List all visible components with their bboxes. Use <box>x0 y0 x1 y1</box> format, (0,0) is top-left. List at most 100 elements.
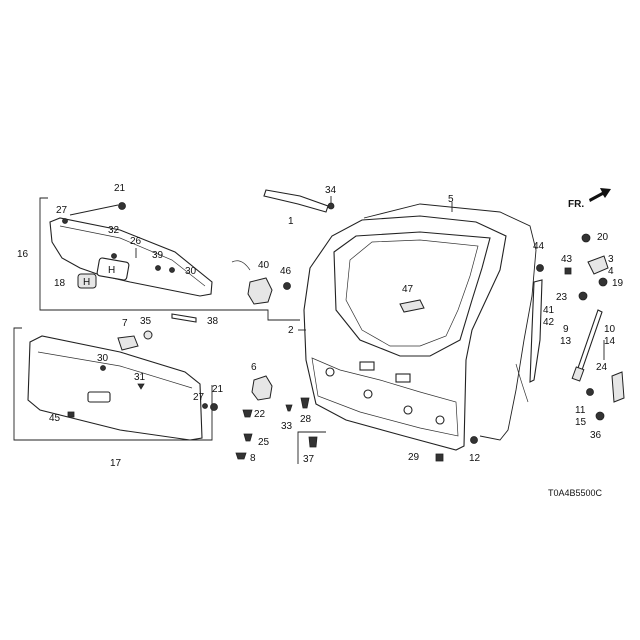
clip-28 <box>300 397 310 409</box>
clip-45 <box>67 411 75 418</box>
callout-labels: 1 2 3 4 5 6 7 8 9 10 11 12 13 14 15 16 1… <box>17 183 624 469</box>
bolt-19 <box>598 277 608 287</box>
clip-30a <box>169 267 175 273</box>
callout-38: 38 <box>207 316 219 327</box>
callout-6: 6 <box>251 362 257 373</box>
callout-15: 15 <box>575 417 587 428</box>
callout-34: 34 <box>325 185 337 196</box>
hinge-bracket-3-4 <box>587 255 609 275</box>
lower-garnish-group <box>13 327 218 441</box>
clip-33 <box>285 404 293 412</box>
callout-45: 45 <box>49 413 61 424</box>
callout-3: 3 <box>608 254 614 265</box>
diagram-code: T0A4B5500C <box>548 488 603 498</box>
clip-11 <box>586 388 594 396</box>
callout-46: 46 <box>280 266 292 277</box>
grommet-35 <box>143 330 153 340</box>
clip-39 <box>155 265 161 271</box>
front-direction-label: FR. <box>568 199 584 210</box>
latch-cable <box>231 260 251 271</box>
bolt-23 <box>578 291 588 301</box>
latch-bracket <box>230 309 300 321</box>
garnish-emblem-mark: H <box>108 265 115 276</box>
clip-34 <box>327 202 335 210</box>
callout-8: 8 <box>250 453 256 464</box>
callout-26: 26 <box>130 236 142 247</box>
callout-32: 32 <box>108 225 120 236</box>
garnish-edge-line <box>59 225 206 287</box>
callout-11: 11 <box>575 405 586 416</box>
callout-21-lower: 21 <box>212 384 224 395</box>
callout-10: 10 <box>604 324 616 335</box>
lower-garnish-bracket <box>13 327 213 441</box>
clip-21a <box>118 202 126 210</box>
weatherstrip-part <box>363 203 537 441</box>
callout-33: 33 <box>281 421 293 432</box>
emblem-mark: H <box>83 277 90 288</box>
callout-24: 24 <box>596 362 608 373</box>
clip-8 <box>235 452 247 460</box>
callout-25: 25 <box>258 437 270 448</box>
callout-44: 44 <box>533 241 545 252</box>
clip-44 <box>536 264 544 272</box>
upper-garnish-group: H H <box>39 197 230 311</box>
callout-22: 22 <box>254 409 266 420</box>
callout-9: 9 <box>563 324 569 335</box>
clip-27a <box>62 218 68 224</box>
callout-4: 4 <box>608 266 614 277</box>
actuator-part <box>251 375 273 401</box>
front-direction-indicator: FR. <box>568 188 611 210</box>
callout-2: 2 <box>288 325 294 336</box>
hinge-24 <box>611 371 625 403</box>
gas-strut-part <box>577 309 603 371</box>
callout-40: 40 <box>258 260 270 271</box>
tailgate-inner-frame <box>345 239 479 347</box>
callout-29: 29 <box>408 452 420 463</box>
callout-5: 5 <box>448 194 454 205</box>
clip-29 <box>435 453 444 462</box>
garnish-emblem-frame <box>96 257 130 281</box>
callout-27-upper: 27 <box>56 205 68 216</box>
clip-21b <box>210 403 218 411</box>
callout-20: 20 <box>597 232 609 243</box>
callout-18: 18 <box>54 278 66 289</box>
latch-part <box>247 277 273 305</box>
callout-7: 7 <box>122 318 128 329</box>
clip-32 <box>111 253 117 259</box>
emblem-part <box>77 273 97 289</box>
stop-light-47 <box>399 299 425 313</box>
clip-22 <box>242 409 253 418</box>
grommet-12 <box>470 436 478 444</box>
seal-strip-38 <box>171 313 197 323</box>
clip-31 <box>137 383 145 390</box>
right-side-parts <box>435 233 625 462</box>
callout-37: 37 <box>303 454 315 465</box>
lower-garnish-part <box>27 335 203 441</box>
callout-31: 31 <box>134 372 146 383</box>
bolt-20 <box>581 233 591 243</box>
callout-42: 42 <box>543 317 555 328</box>
small-parts-cluster <box>117 189 335 464</box>
clip-46 <box>283 282 291 290</box>
bolt-37-bracket <box>297 431 326 464</box>
tailgate-group <box>298 215 507 451</box>
callout-21-upper: 21 <box>114 183 126 194</box>
callout-30-lower: 30 <box>97 353 109 364</box>
side-seal-41-42 <box>529 279 543 383</box>
callout-41: 41 <box>543 305 555 316</box>
leader-21-27 <box>69 204 119 216</box>
tailgate-hole-2 <box>363 389 373 399</box>
callout-17: 17 <box>110 458 122 469</box>
callout-19: 19 <box>612 278 624 289</box>
tailgate-slot-2 <box>395 373 411 383</box>
callout-35: 35 <box>140 316 152 327</box>
callout-1: 1 <box>288 216 294 227</box>
tailgate-hole-4 <box>435 415 445 425</box>
callout-43: 43 <box>561 254 573 265</box>
callout-16: 16 <box>17 249 29 260</box>
callout-23: 23 <box>556 292 568 303</box>
callout-14: 14 <box>604 336 616 347</box>
clip-27b <box>202 403 208 409</box>
tailgate-lower-recess <box>311 357 459 437</box>
